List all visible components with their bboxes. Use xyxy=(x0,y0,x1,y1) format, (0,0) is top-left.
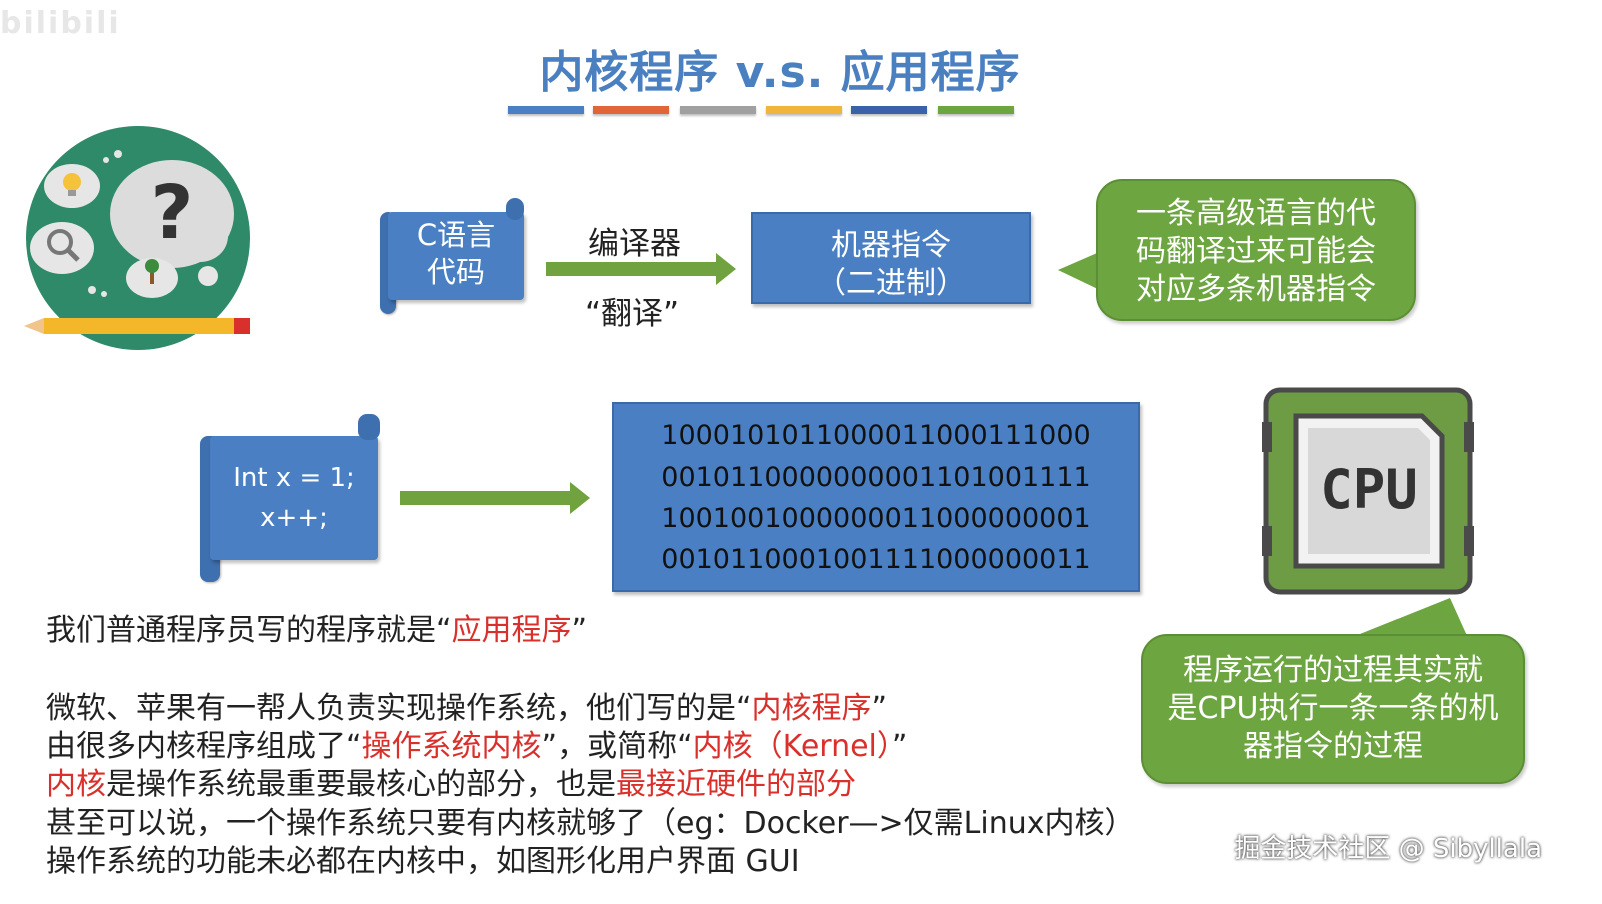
title-bar-segment-4 xyxy=(766,106,842,114)
title-bar-segment-5 xyxy=(851,106,927,114)
kernel-program-highlight: 内核程序 xyxy=(751,691,872,726)
note-bubble-tail xyxy=(1058,250,1104,292)
closest-to-hardware-highlight: 最接近硬件的部分 xyxy=(616,767,856,802)
app-program-highlight: 应用程序 xyxy=(451,613,572,648)
compile-arrow-head xyxy=(716,253,736,285)
machine-instruction-label: 机器指令 xyxy=(831,228,951,263)
kernel-word-highlight: 内核 xyxy=(46,767,106,802)
c-code-scroll: C语言 代码 xyxy=(380,198,526,314)
body-line-6: 操作系统的功能未必都在内核中，如图形化用户界面 GUI xyxy=(46,844,800,879)
binary-line-3: 1001001000000011000000001 xyxy=(661,503,1091,534)
binary-label: （二进制） xyxy=(816,266,966,301)
binary-line-2: 0010110000000001101001111 xyxy=(661,462,1091,493)
cpu-note-line-3: 器指令的过程 xyxy=(1243,729,1423,764)
kernel-highlight: 内核（Kernel） xyxy=(692,729,892,764)
compile-arrow-2 xyxy=(400,491,572,505)
body-line-2-close: ” xyxy=(871,691,888,726)
cpu-note-line-2: 是CPU执行一条一条的机 xyxy=(1167,691,1499,726)
binary-line-1: 1000101011000011000111000 xyxy=(661,420,1091,451)
os-kernel-highlight: 操作系统内核 xyxy=(361,729,542,764)
binary-code-box: 1000101011000011000111000 00101100000000… xyxy=(612,402,1140,592)
body-line-3-text: 由很多内核程序组成了“ xyxy=(46,729,362,764)
body-line-1: 我们普通程序员写的程序就是“应用程序” xyxy=(46,612,587,650)
title-bar-segment-1 xyxy=(508,106,584,114)
compiler-label: 编译器 xyxy=(588,226,681,262)
multi-instruction-note: 一条高级语言的代 码翻译过来可能会 对应多条机器指令 xyxy=(1096,179,1416,321)
title-bar-segment-3 xyxy=(680,106,756,114)
body-line-1-close: ” xyxy=(571,613,588,648)
juejin-watermark: 掘金技术社区 @ Sibyllala xyxy=(1234,834,1542,864)
body-line-3: 由很多内核程序组成了“操作系统内核”，或简称“内核（Kernel）” xyxy=(46,728,907,766)
body-line-2-text: 微软、苹果有一帮人负责实现操作系统，他们写的是“ xyxy=(46,691,752,726)
cpu-icon: CPU xyxy=(1262,386,1474,596)
c-code-label-2: 代码 xyxy=(426,255,485,289)
svg-text:?: ? xyxy=(151,170,194,256)
note-line-1: 一条高级语言的代 xyxy=(1136,196,1376,231)
compile-arrow xyxy=(546,262,718,276)
note-line-3: 对应多条机器指令 xyxy=(1136,272,1376,307)
cpu-execution-note: 程序运行的过程其实就 是CPU执行一条一条的机 器指令的过程 xyxy=(1141,634,1525,784)
binary-line-4: 0010110001001111000000011 xyxy=(661,544,1091,575)
machine-instruction-box: 机器指令 （二进制） xyxy=(751,212,1031,304)
body-line-3-close: ” xyxy=(891,729,908,764)
code-line-2: x++; xyxy=(260,503,328,533)
compile-arrow-2-head xyxy=(570,482,590,514)
body-line-3-mid: ”，或简称“ xyxy=(541,729,693,764)
c-code-label-1: C语言 xyxy=(416,218,496,252)
title-bar-segment-2 xyxy=(593,106,669,114)
translate-label: “翻译” xyxy=(585,296,680,332)
body-line-4-text: 是操作系统最重要最核心的部分，也是 xyxy=(106,767,616,802)
bilibili-watermark: bilibili xyxy=(0,6,121,41)
body-line-2: 微软、苹果有一帮人负责实现操作系统，他们写的是“内核程序” xyxy=(46,690,887,728)
note-line-2: 码翻译过来可能会 xyxy=(1136,234,1376,269)
title-bar-segment-6 xyxy=(938,106,1014,114)
thinking-illustration-icon: ? xyxy=(22,126,254,358)
cpu-bubble-tail xyxy=(1350,598,1468,638)
int-code-scroll: Int x = 1; x++; xyxy=(200,414,382,582)
slide-title: 内核程序 v.s. 应用程序 xyxy=(539,47,1021,98)
cpu-note-line-1: 程序运行的过程其实就 xyxy=(1183,653,1483,688)
body-line-4: 内核是操作系统最重要最核心的部分，也是最接近硬件的部分 xyxy=(46,766,856,804)
code-line-1: Int x = 1; xyxy=(233,463,355,493)
body-line-1-text: 我们普通程序员写的程序就是“ xyxy=(46,613,452,648)
body-line-5: 甚至可以说，一个操作系统只要有内核就够了（eg：Docker—>仅需Linux内… xyxy=(46,806,1135,841)
cpu-label: CPU xyxy=(1320,458,1418,521)
